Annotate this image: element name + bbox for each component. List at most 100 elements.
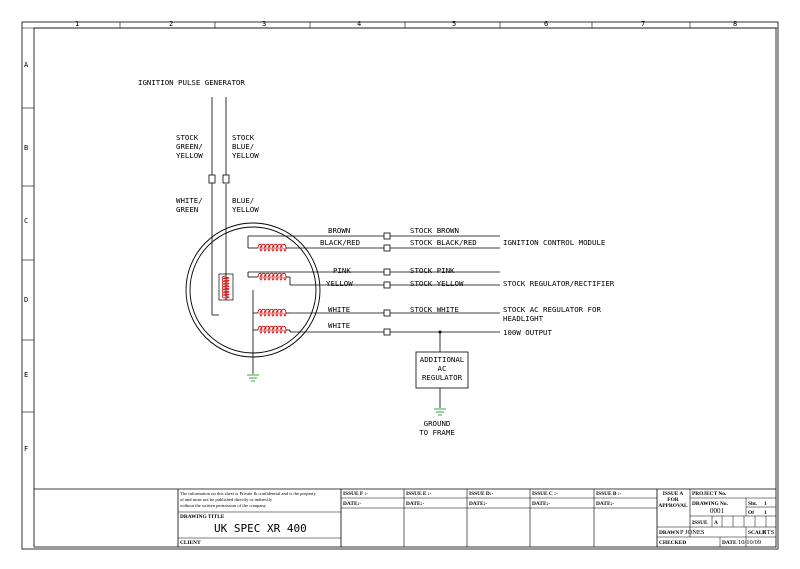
stock-label-brown: STOCK BROWN bbox=[410, 226, 459, 235]
wire-label: YELLOW bbox=[232, 205, 259, 214]
charging-coil bbox=[257, 325, 287, 334]
regulator-line1: ADDITIONAL bbox=[420, 355, 465, 364]
drawing-no-label: DRAWING No. bbox=[692, 501, 729, 507]
grid-row-label: D bbox=[24, 296, 28, 304]
charging-coils bbox=[257, 243, 287, 334]
drawing-title-label: DRAWING TITLE bbox=[180, 514, 225, 520]
stock-label-black-red: STOCK BLACK/RED bbox=[410, 238, 477, 247]
wire-connector bbox=[383, 328, 391, 336]
checked-label: CHECKED bbox=[659, 540, 686, 546]
date-c: DATE:- bbox=[532, 501, 550, 507]
wire-connector bbox=[383, 232, 391, 240]
inner-border bbox=[33, 27, 777, 548]
stock-label-yellow: STOCK YELLOW bbox=[410, 279, 464, 288]
issue-label: ISSUE bbox=[692, 520, 708, 526]
dest-regulator: STOCK REGULATOR/RECTIFIER bbox=[503, 279, 615, 288]
issue-d: ISSUE D:- bbox=[469, 491, 494, 497]
grid-col-label: 3 bbox=[262, 20, 266, 28]
dest-ac-line2: HEADLIGHT bbox=[503, 314, 544, 323]
issue-c: ISSUE C :- bbox=[532, 491, 558, 497]
regulator-line3: REGULATOR bbox=[422, 373, 463, 382]
wire-connector bbox=[383, 309, 391, 317]
grid-col-label: 7 bbox=[641, 20, 645, 28]
grid-col-label: 6 bbox=[544, 20, 548, 28]
drawing-title: UK SPEC XR 400 bbox=[214, 522, 307, 535]
wire-label: GREEN bbox=[176, 205, 198, 214]
pulse-coil bbox=[221, 275, 230, 299]
wire-label-white-2: WHITE bbox=[328, 321, 350, 330]
regulator-line2: AC bbox=[438, 364, 447, 373]
charging-coil bbox=[257, 308, 287, 317]
scale-label: SCALE bbox=[748, 530, 766, 536]
ground-line2: TO FRAME bbox=[419, 428, 455, 437]
grid-row-label: E bbox=[24, 371, 28, 379]
client-label: CLIENT bbox=[180, 540, 201, 546]
grid-col-label: 1 bbox=[75, 20, 79, 28]
output-wires bbox=[212, 232, 500, 336]
issue-a-line3: APPROVAL bbox=[658, 503, 688, 509]
wire-connector bbox=[383, 244, 391, 252]
wire-label: YELLOW bbox=[176, 151, 203, 160]
issue-value: A bbox=[714, 520, 718, 526]
pulse-generator: IGNITION PULSE GENERATOR STOCK GREEN/ YE… bbox=[138, 78, 321, 382]
wire-label: GREEN/ bbox=[176, 142, 203, 151]
stock-label-white: STOCK WHITE bbox=[410, 305, 459, 314]
grid-col-label: 2 bbox=[169, 20, 173, 28]
notice-line2: of and must not be published directly or… bbox=[180, 497, 273, 502]
wire-label-white: WHITE bbox=[328, 305, 350, 314]
of-value: 1 bbox=[764, 510, 767, 516]
wire-label: YELLOW bbox=[232, 151, 259, 160]
ground-line1: GROUND bbox=[424, 419, 451, 428]
notice-line3: without the written permission of the co… bbox=[180, 503, 267, 508]
issue-e: ISSUE E :- bbox=[406, 491, 432, 497]
issue-f: ISSUE F :- bbox=[343, 491, 368, 497]
grid-col-label: 5 bbox=[452, 20, 456, 28]
date-b: DATE:- bbox=[596, 501, 614, 507]
wire-label-pink: PINK bbox=[333, 266, 351, 275]
grid-row-label: A bbox=[24, 61, 29, 69]
ground-symbol-regulator bbox=[434, 408, 446, 416]
drawn-label: DRAWN bbox=[659, 530, 679, 536]
wire-label: BLUE/ bbox=[232, 142, 254, 151]
date-e: DATE:- bbox=[406, 501, 424, 507]
wire-label: STOCK bbox=[176, 133, 199, 142]
sheet-value: 1 bbox=[764, 501, 767, 507]
title-block: The information on this sheet is Private… bbox=[34, 488, 776, 547]
dest-ac-line1: STOCK AC REGULATOR FOR bbox=[503, 305, 601, 314]
of-label: Of bbox=[748, 510, 754, 516]
sheet-label: Sht. bbox=[748, 501, 758, 507]
wire-label: BLUE/ bbox=[232, 196, 254, 205]
wire-label: WHITE/ bbox=[176, 196, 203, 205]
issue-b: ISSUE B :- bbox=[596, 491, 622, 497]
drawing-no: 0001 bbox=[710, 507, 725, 515]
additional-regulator-box bbox=[415, 351, 469, 389]
wire-label-yellow: YELLOW bbox=[326, 279, 353, 288]
dest-ignition: IGNITION CONTROL MODULE bbox=[503, 238, 605, 247]
grid-row-label: F bbox=[24, 445, 28, 453]
wire-label-brown: BROWN bbox=[328, 226, 350, 235]
connector bbox=[208, 174, 216, 184]
wire-connector bbox=[383, 281, 391, 289]
ground-symbol bbox=[247, 374, 259, 382]
connector bbox=[222, 174, 230, 184]
notice-line1: The information on this sheet is Private… bbox=[180, 491, 316, 496]
date2-label: DATE bbox=[722, 540, 737, 546]
dest-output: 100W OUTPUT bbox=[503, 328, 552, 337]
row-grid bbox=[22, 107, 34, 413]
generator-title: IGNITION PULSE GENERATOR bbox=[138, 78, 245, 87]
grid-col-label: 4 bbox=[357, 20, 361, 28]
drawn-value: P JONES bbox=[680, 529, 705, 536]
date2-value: 10/10/09 bbox=[738, 539, 761, 546]
grid-row-label: B bbox=[24, 144, 28, 152]
grid-row-label: C bbox=[24, 217, 28, 225]
charging-coil bbox=[257, 243, 287, 252]
wire-connector bbox=[383, 268, 391, 276]
wire-label: STOCK bbox=[232, 133, 255, 142]
date-f: DATE:- bbox=[343, 501, 361, 507]
issue-a-line2: FOR bbox=[667, 497, 678, 503]
date-d: DATE:- bbox=[469, 501, 487, 507]
scale-value: NTS bbox=[762, 529, 775, 536]
outer-border bbox=[21, 21, 779, 550]
